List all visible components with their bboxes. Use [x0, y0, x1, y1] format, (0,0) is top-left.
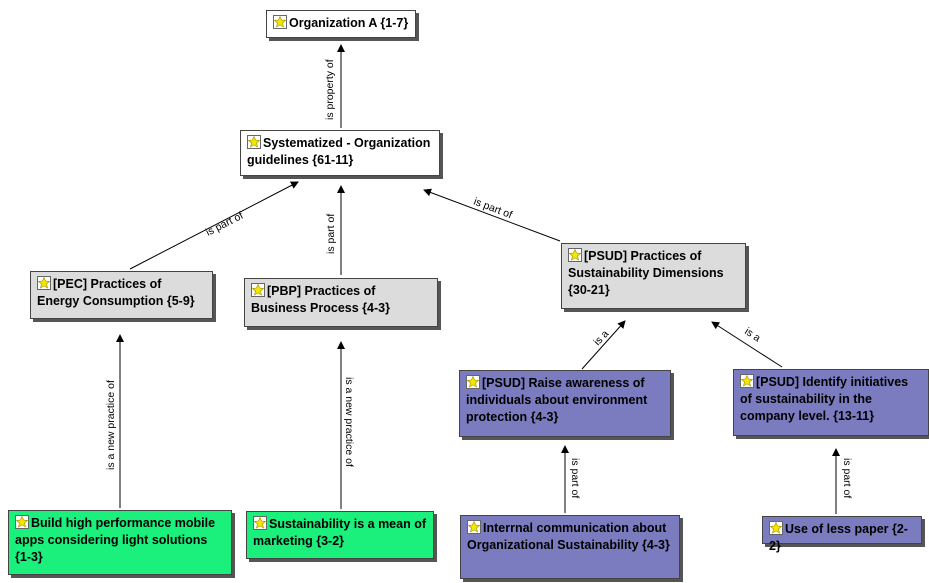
- node-label: [PSUD] Practices of Sustainability Dimen…: [568, 249, 724, 297]
- label-psud-is-part-of: is part of: [472, 196, 514, 222]
- concept-icon: [273, 15, 287, 29]
- concept-icon: [466, 375, 480, 389]
- concept-icon: [568, 248, 582, 262]
- node-label: Interrnal communication about Organizati…: [467, 521, 670, 552]
- label-sustmean-new-practice: is a new practice of: [343, 377, 355, 467]
- node-label: Sustainability is a mean of marketing {3…: [253, 517, 426, 548]
- concept-icon: [740, 374, 754, 388]
- node-psud[interactable]: [PSUD] Practices of Sustainability Dimen…: [561, 243, 746, 309]
- label-internal-is-part-of: is part of: [569, 458, 581, 498]
- link-psud-systematized: [423, 188, 561, 242]
- concept-icon: [247, 135, 261, 149]
- node-label: [PSUD] Identify initiatives of sustainab…: [740, 375, 909, 423]
- concept-icon: [253, 516, 267, 530]
- concept-icon: [251, 283, 265, 297]
- node-label: Organization A {1-7}: [289, 16, 409, 30]
- link-raise-psud: [581, 320, 626, 370]
- node-systematized[interactable]: Systematized - Organization guidelines {…: [240, 130, 440, 176]
- node-label: Systematized - Organization guidelines {…: [247, 136, 431, 167]
- label-raise-is-a: is a: [591, 328, 611, 348]
- label-is-property-of: is property of: [324, 59, 336, 120]
- node-psud-identify[interactable]: [PSUD] Identify initiatives of sustainab…: [733, 369, 929, 436]
- node-label: [PBP] Practices of Business Process {4-3…: [251, 284, 390, 315]
- node-pbp[interactable]: [PBP] Practices of Business Process {4-3…: [244, 278, 438, 327]
- concept-icon: [467, 520, 481, 534]
- concept-icon: [15, 515, 29, 529]
- node-internal-communication[interactable]: Interrnal communication about Organizati…: [460, 515, 680, 579]
- node-pec[interactable]: [PEC] Practices of Energy Consumption {5…: [30, 271, 213, 319]
- label-pbp-is-part-of: is part of: [325, 214, 337, 254]
- label-pec-is-part-of: is part of: [204, 210, 245, 239]
- concept-icon: [37, 276, 51, 290]
- node-label: Use of less paper {2-2}: [769, 522, 908, 553]
- concept-icon: [769, 521, 783, 535]
- node-label: [PSUD] Raise awareness of individuals ab…: [466, 376, 648, 424]
- node-label: Build high performance mobile apps consi…: [15, 516, 216, 564]
- label-lesspaper-is-part-of: is part of: [841, 458, 853, 498]
- node-label: [PEC] Practices of Energy Consumption {5…: [37, 277, 195, 308]
- link-identify-psud: [711, 321, 783, 368]
- label-identify-is-a: is a: [742, 325, 762, 344]
- label-build-new-practice: is a new practice of: [105, 380, 117, 470]
- node-build-apps[interactable]: Build high performance mobile apps consi…: [8, 510, 232, 575]
- node-sustainability-mean[interactable]: Sustainability is a mean of marketing {3…: [246, 511, 434, 559]
- node-psud-raise[interactable]: [PSUD] Raise awareness of individuals ab…: [459, 370, 671, 437]
- node-organization-a[interactable]: Organization A {1-7}: [266, 10, 416, 38]
- node-less-paper[interactable]: Use of less paper {2-2}: [762, 516, 922, 553]
- link-pec-systematized: [129, 181, 299, 270]
